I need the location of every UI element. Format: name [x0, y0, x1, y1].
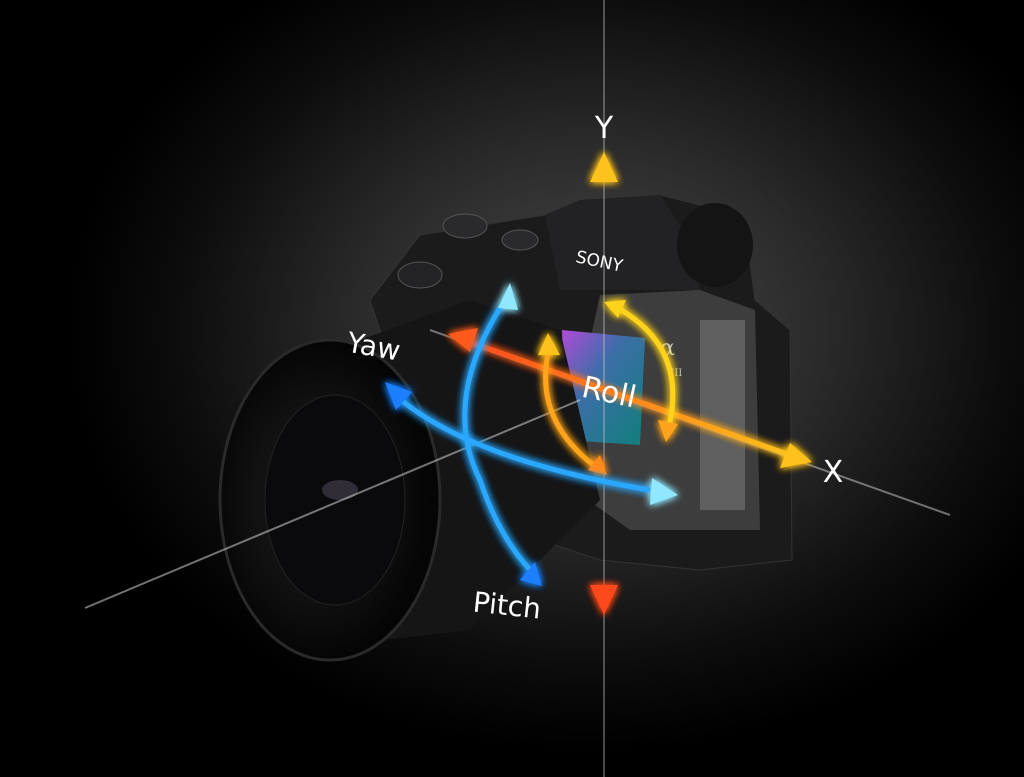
- roll-arrow: [538, 300, 678, 475]
- x-axis-label: X: [823, 455, 844, 490]
- lens: [218, 300, 600, 662]
- yaw-arrow: [385, 382, 678, 505]
- optical-axis-line: [84, 399, 581, 609]
- pitch-arrow: [462, 283, 542, 586]
- y-axis-label: Y: [594, 111, 614, 146]
- control-dial: [501, 229, 539, 251]
- x-axis-arrow: [448, 328, 812, 468]
- shutter-button: [397, 261, 443, 289]
- y-axis-arrow: [590, 152, 618, 615]
- model-number-logo: 7II: [668, 368, 682, 379]
- pitch-label: Pitch: [471, 586, 542, 626]
- viewfinder-eyepiece: [677, 203, 753, 287]
- mode-dial: [442, 213, 488, 239]
